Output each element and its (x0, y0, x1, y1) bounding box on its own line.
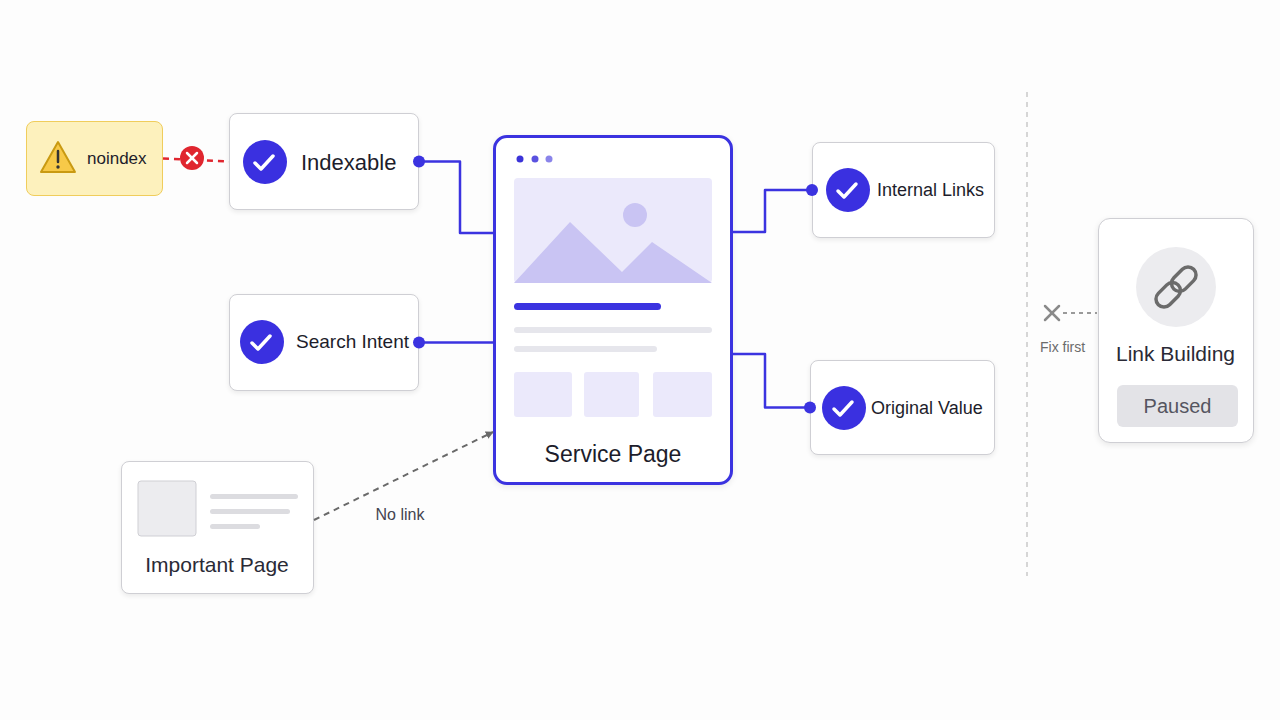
check-icon (822, 386, 866, 430)
node-label: Important Page (122, 552, 312, 577)
connector-line (314, 432, 493, 520)
node-label: noindex (87, 149, 157, 169)
status-box: Indexable (229, 113, 419, 210)
connector-line (419, 341, 493, 344)
status-badge: Paused (1117, 385, 1238, 427)
note-label: Fix first (1040, 339, 1085, 355)
link-icon (1136, 247, 1216, 327)
page-box: Service Page (493, 135, 733, 485)
node-label: Original Value (871, 398, 991, 420)
connector-line (419, 162, 493, 234)
node-label: Paused (1117, 394, 1238, 418)
error-x-icon (180, 146, 204, 170)
node-label: Service Page (496, 441, 730, 469)
status-box: Search Intent (229, 294, 419, 391)
page-thumbnail (138, 481, 298, 536)
node-label: Internal Links (877, 180, 989, 202)
connector-line (733, 190, 812, 232)
status-box: Internal Links (812, 142, 995, 238)
node-label: Indexable (301, 150, 411, 176)
connector-dot (413, 156, 425, 168)
connector-dot (806, 184, 818, 196)
warning-icon (41, 142, 75, 172)
connector-dot (804, 402, 816, 414)
node-label: Link Building (1099, 341, 1252, 366)
warning-box: noindex (26, 121, 163, 196)
connector-line (733, 354, 810, 408)
edge-label: No link (376, 506, 425, 524)
connector-dot (413, 337, 425, 349)
node-label: Search Intent (296, 331, 414, 354)
check-icon (243, 140, 287, 184)
connector-line (163, 159, 229, 162)
page-illustration (514, 156, 712, 418)
check-icon (826, 168, 870, 212)
check-icon (240, 320, 284, 364)
status-box: Original Value (810, 360, 995, 455)
divider-line (1026, 92, 1028, 576)
blocked-link-symbol (1045, 306, 1097, 320)
page-card: Important Page (121, 461, 314, 594)
paused-card: Link BuildingPaused (1098, 218, 1254, 443)
